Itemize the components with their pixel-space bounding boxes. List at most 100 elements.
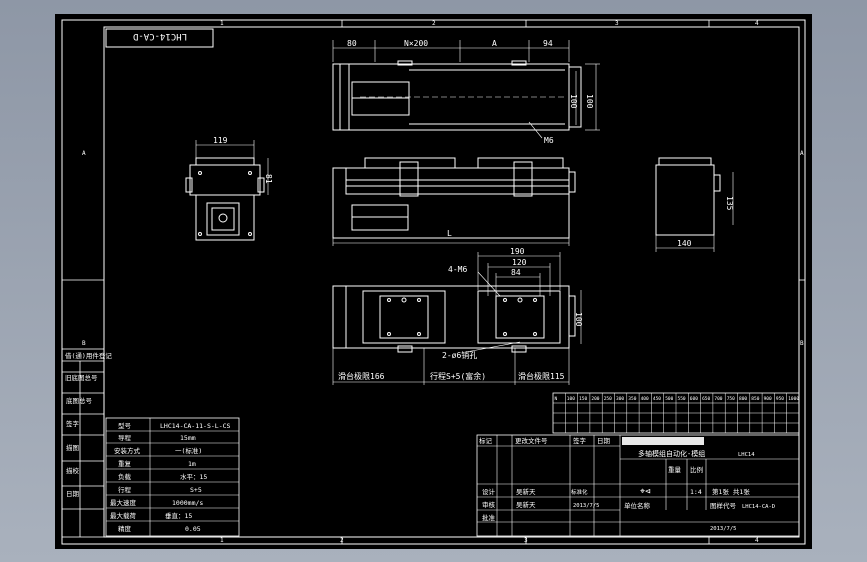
- svg-text:B: B: [800, 340, 804, 347]
- grid-header-cell: 600: [690, 396, 698, 402]
- spec-value: 15mm: [180, 434, 196, 442]
- spec-key: 行程: [118, 485, 132, 494]
- grid-header-cell: 300: [616, 396, 624, 402]
- designer-label: 设计: [482, 487, 496, 496]
- svg-text:B: B: [82, 340, 86, 347]
- callout-text: M6: [544, 136, 554, 145]
- rev-header: 更改文件号: [515, 436, 548, 445]
- grid-header-cell: 400: [641, 396, 649, 402]
- front-view: L: [332, 157, 576, 246]
- projection-symbol: ⌖⊲: [640, 487, 651, 497]
- svg-text:1: 1: [220, 537, 224, 544]
- carriage-view: 190 120 84 4-M6 100 2-ø6销孔 滑台极限166 行程S+5…: [332, 247, 583, 385]
- grid-header-cell: 1000: [788, 396, 799, 402]
- left-strip: [61, 348, 105, 538]
- spec-table: 型号 LHC14-CA-11-S-L-CS 导程 15mm 安装方式 一(标准) 重复…: [105, 417, 240, 537]
- grid-header-cell: 200: [591, 396, 599, 402]
- spec-key: 重复: [118, 459, 132, 468]
- sheet-text: 第1张 共1张: [712, 487, 750, 496]
- strip-label: 底图总号: [66, 396, 93, 405]
- grid-header-cell: 500: [665, 396, 673, 402]
- dim-text: A: [492, 39, 497, 48]
- inner-border: [103, 26, 800, 538]
- spec-value: S+5: [190, 486, 202, 494]
- grid-header-cell: N: [555, 396, 558, 402]
- rev-header: 签字: [573, 436, 587, 445]
- spec-value: LHC14-CA-11-S-L-CS: [160, 422, 231, 430]
- svg-text:3: 3: [615, 20, 619, 27]
- strip-label: 签字: [66, 419, 80, 428]
- drawing-no: LHC14-CA-D: [742, 504, 775, 510]
- spec-key: 精度: [118, 524, 132, 533]
- dim-text: 100: [585, 94, 594, 109]
- strip-label: 描图: [66, 443, 79, 452]
- svg-text:4: 4: [755, 20, 759, 27]
- dim-text: 行程S+5(富余): [430, 371, 486, 381]
- grid-header-cell: 550: [678, 396, 686, 402]
- callout-text: 4-M6: [448, 265, 467, 274]
- grid-header-cell: 850: [751, 396, 759, 402]
- dim-text: 94: [543, 39, 553, 48]
- date-text: 2013/7/5: [573, 503, 600, 509]
- dim-text: 80: [347, 39, 357, 48]
- dim-text: 120: [512, 258, 527, 267]
- grid-header-cell: 950: [776, 396, 784, 402]
- material-text: LHC14: [738, 452, 755, 458]
- spec-value: 1m: [188, 460, 196, 468]
- approver-label: 批准: [482, 513, 496, 522]
- dim-text: L: [447, 229, 452, 238]
- spec-key: 导程: [118, 433, 132, 442]
- weight-label: 重量: [668, 466, 682, 474]
- spec-value: 水平：15: [180, 472, 207, 481]
- rev-header: 日期: [597, 437, 611, 445]
- spec-key: 负载: [118, 472, 132, 481]
- svg-text:A: A: [800, 150, 804, 157]
- checker-label: 审核: [482, 500, 496, 509]
- outer-frame: [61, 19, 806, 545]
- svg-text:A: A: [82, 150, 86, 157]
- title-highlight: [622, 437, 704, 445]
- spec-value: 一(标准): [175, 446, 202, 455]
- svg-text:2: 2: [432, 20, 436, 27]
- strip-label: 旧底图总号: [65, 373, 98, 382]
- strip-label: 描校: [66, 466, 80, 475]
- drawing-no-label: 图样代号: [710, 501, 737, 510]
- spec-key: 最大载荷: [110, 511, 137, 520]
- dim-text: 135: [725, 196, 734, 211]
- callout-text: 2-ø6销孔: [442, 350, 477, 360]
- drawing-id-text: LHC14-CA-D: [133, 31, 187, 41]
- rev-header: 标记: [479, 436, 493, 445]
- grid-header-cell: 450: [653, 396, 661, 402]
- designer-name: 吴新天: [516, 487, 536, 496]
- grid-header-cell: 100: [567, 396, 575, 402]
- spec-key: 最大速度: [110, 498, 137, 507]
- title-block: 标记 更改文件号 签字 日期 多轴模组自动化-模组 LHC14 设计 吴新天 标…: [476, 434, 800, 537]
- dim-text: 81: [264, 174, 273, 184]
- strip-label: 借(通)用件登记: [65, 351, 112, 360]
- top-view: 80 N×200 A 94 100 100 M6: [332, 39, 600, 145]
- date-text-2: 2013/7/5: [710, 526, 737, 532]
- grid-header-cell: 650: [702, 396, 710, 402]
- checker-name: 吴新天: [516, 500, 536, 509]
- dim-text: 100: [574, 312, 583, 327]
- spec-key: 型号: [118, 421, 132, 430]
- dim-text: N×200: [404, 39, 428, 48]
- spec-key: 安装方式: [114, 446, 141, 455]
- side-view: 119 81: [185, 136, 273, 241]
- grid-header-cell: 750: [727, 396, 735, 402]
- zone-ticks: [62, 20, 805, 544]
- model-space: [55, 14, 812, 549]
- right-view: 140 135: [655, 157, 734, 252]
- drawing-id-box: LHC14-CA-D: [105, 28, 214, 48]
- dim-text: 119: [213, 136, 228, 145]
- grid-header-cell: 350: [628, 396, 636, 402]
- svg-text:1: 1: [220, 20, 224, 27]
- grid-header-cell: 150: [579, 396, 587, 402]
- scale-value: 1:4: [690, 488, 702, 496]
- dim-text: 84: [511, 268, 521, 277]
- dim-text: 190: [510, 247, 525, 256]
- dim-text: 滑台极限166: [338, 371, 385, 381]
- spec-value: 1000mm/s: [172, 499, 203, 507]
